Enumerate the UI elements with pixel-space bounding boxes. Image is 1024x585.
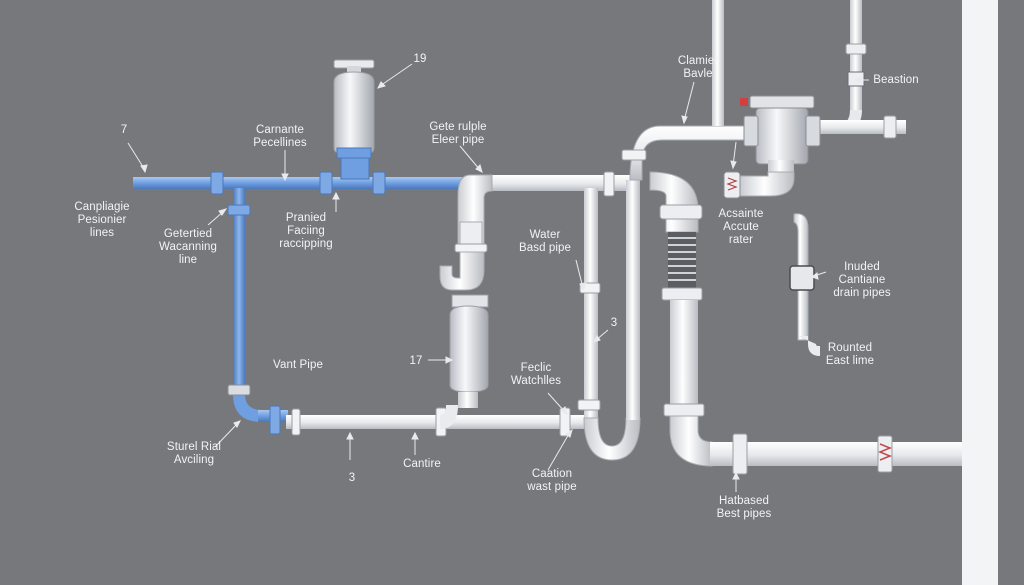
label-number-19: 19: [413, 53, 427, 65]
label-hatbased-best: Hatbased Best pipes: [716, 495, 772, 520]
label-rounted-east-lime: Rounted East lime: [825, 342, 875, 367]
wall-edge: [962, 0, 998, 585]
leader-lines: [127, 63, 869, 492]
label-clamier-bavle: Clamier Bavle: [677, 55, 719, 80]
label-number-3-bottom: 3: [348, 472, 356, 484]
label-cantilever-lines: Canpliagie Pesionier lines: [74, 201, 130, 239]
label-water-bast: Water Basd pipe: [518, 229, 572, 254]
label-number-17: 17: [409, 355, 423, 367]
label-acsainte: Acsainte Accute rater: [718, 208, 764, 246]
label-pranied-facking: Pranied Faciing raccipping: [279, 212, 333, 250]
label-sturel-rial: Sturel Rial Avciling: [166, 441, 222, 466]
label-getertied-line: Getertied Wacanning line: [158, 228, 217, 266]
white-drain-pipes: [286, 0, 962, 475]
top-valve-tank: [333, 59, 375, 159]
label-inuded-drain: Inuded Cantiane drain pipes: [833, 261, 891, 299]
label-caation-wast: Caation wast pipe: [527, 468, 577, 493]
label-gete-rulple: Gete rulple Eleer pipe: [429, 121, 487, 146]
label-beastion: Beastion: [873, 74, 919, 86]
blue-supply-pipes: [133, 154, 473, 435]
label-number-3-right: 3: [610, 317, 618, 329]
label-cantire: Cantire: [403, 458, 441, 470]
label-feclic-watchlles: Feclic Watchlles: [510, 362, 562, 387]
label-number-7: 7: [120, 124, 128, 136]
label-vant-pipe: Vant Pipe: [273, 359, 323, 371]
label-carnante-pecellines: Carnante Pecellines: [253, 124, 307, 149]
